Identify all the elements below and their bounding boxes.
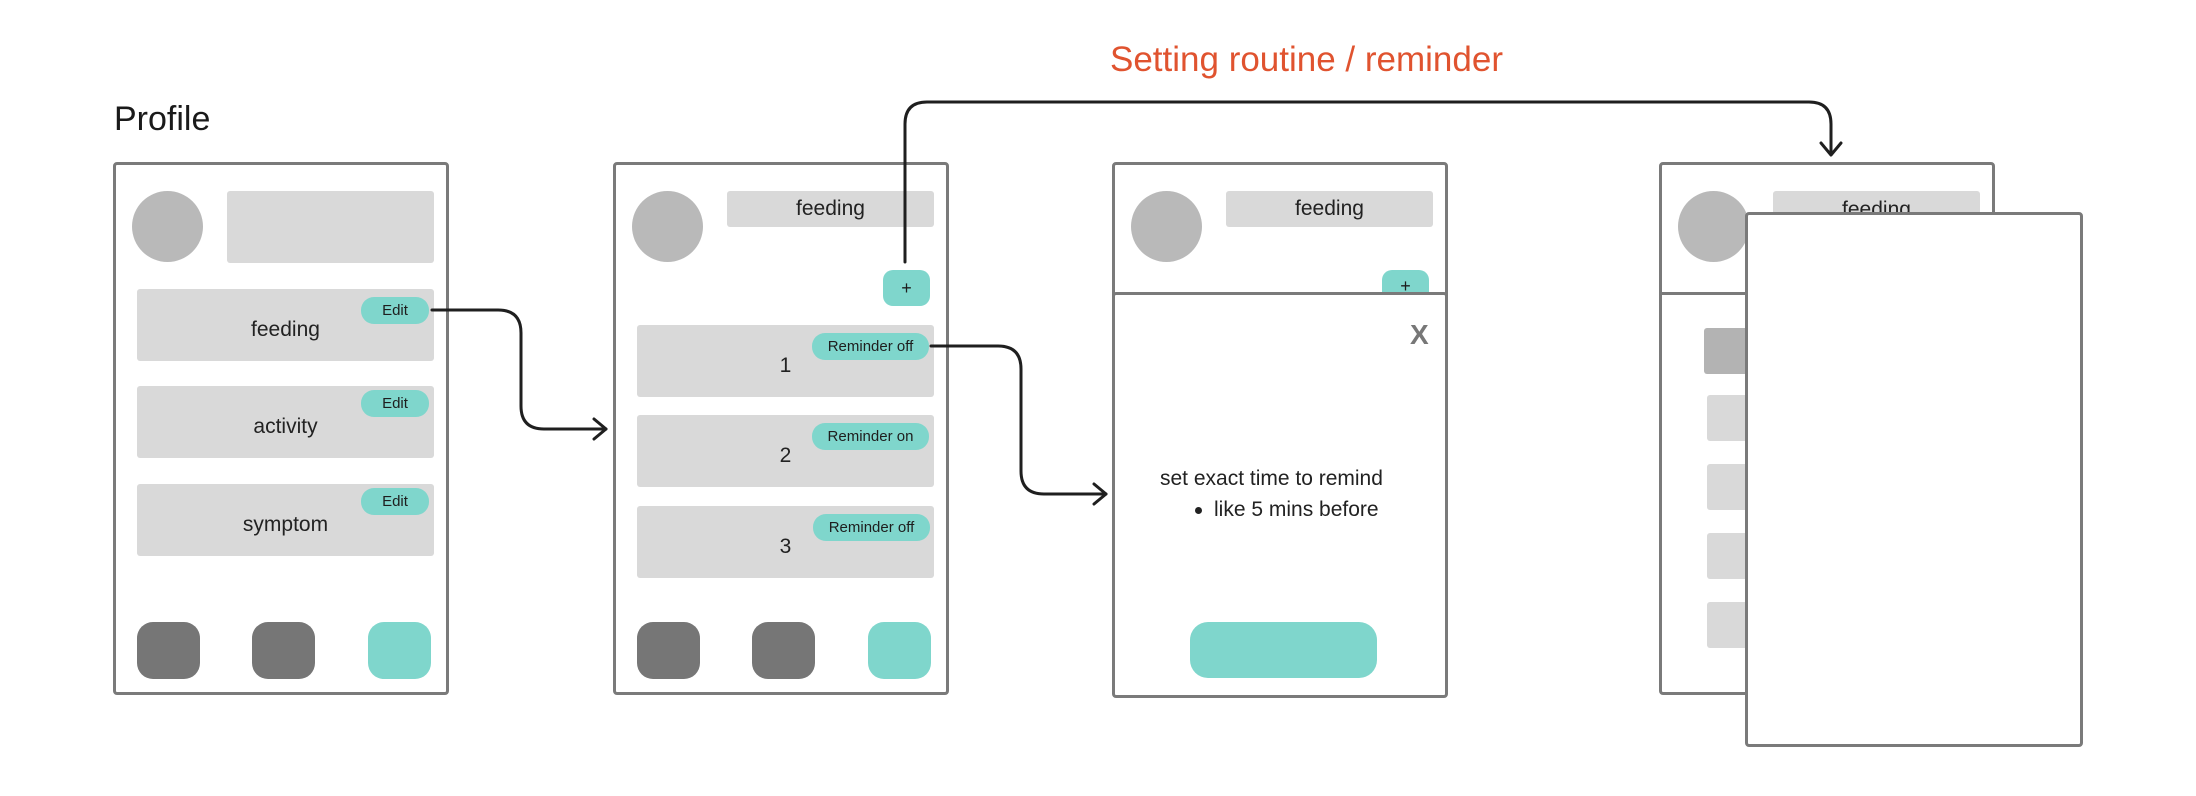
list-item-1[interactable]: 1 Reminder off: [637, 325, 934, 397]
avatar: [1678, 191, 1749, 262]
avatar: [1131, 191, 1202, 262]
edit-button[interactable]: Edit: [361, 488, 429, 515]
modal-bullet: like 5 mins before: [1195, 498, 1379, 522]
nav-button-3-active[interactable]: [368, 622, 431, 679]
nav-button-2[interactable]: [752, 622, 815, 679]
reminder-modal-screen: feeding + X set exact time to remind lik…: [1112, 162, 1448, 698]
arrow-head-icon: [1819, 141, 1843, 157]
arrow-head-icon: [592, 417, 608, 441]
list-item-2[interactable]: 2 Reminder on: [637, 415, 934, 487]
list-item-symptom[interactable]: symptom Edit: [137, 484, 434, 556]
profile-screen: feeding Edit activity Edit symptom Edit: [113, 162, 449, 695]
nav-button-2[interactable]: [252, 622, 315, 679]
flow-title: Setting routine / reminder: [1110, 40, 1503, 79]
reminder-toggle[interactable]: Reminder off: [812, 333, 929, 360]
section-title: Profile: [114, 100, 211, 138]
list-item-label: 3: [779, 535, 792, 558]
arrow-head-icon: [1092, 482, 1108, 506]
arrow-profile-to-list: [430, 308, 608, 431]
edit-button[interactable]: Edit: [361, 390, 429, 417]
list-item-label: 1: [779, 354, 792, 377]
modal-text: set exact time to remind: [1160, 467, 1383, 490]
reminder-toggle[interactable]: Reminder off: [813, 514, 930, 541]
list-item-label: feeding: [251, 318, 320, 341]
add-button[interactable]: +: [883, 270, 930, 306]
arrow-add-to-routine: [903, 100, 1833, 264]
reminder-modal: X set exact time to remind like 5 mins b…: [1112, 292, 1448, 698]
list-item-feeding[interactable]: feeding Edit: [137, 289, 434, 361]
list-item-label: activity: [253, 415, 318, 438]
profile-header-placeholder: [227, 191, 434, 263]
routine-screen-front: [1745, 212, 2083, 747]
screen-header: feeding: [1226, 191, 1433, 227]
list-item-label: 2: [779, 444, 792, 467]
list-item-3[interactable]: 3 Reminder off: [637, 506, 934, 578]
bullet-icon: [1195, 506, 1202, 514]
close-button[interactable]: X: [1410, 319, 1429, 350]
avatar: [632, 191, 703, 262]
edit-button[interactable]: Edit: [361, 297, 429, 324]
list-item-label: symptom: [242, 513, 329, 536]
confirm-button[interactable]: [1190, 622, 1377, 678]
nav-button-1[interactable]: [137, 622, 200, 679]
screen-header: feeding: [727, 191, 934, 227]
avatar: [132, 191, 203, 262]
feeding-list-screen: feeding + 1 Reminder off 2 Reminder on 3…: [613, 162, 949, 695]
modal-bullet-text: like 5 mins before: [1214, 498, 1379, 521]
reminder-toggle[interactable]: Reminder on: [812, 423, 929, 450]
nav-button-3-active[interactable]: [868, 622, 931, 679]
list-item-activity[interactable]: activity Edit: [137, 386, 434, 458]
nav-button-1[interactable]: [637, 622, 700, 679]
arrow-list-to-modal: [929, 344, 1108, 496]
